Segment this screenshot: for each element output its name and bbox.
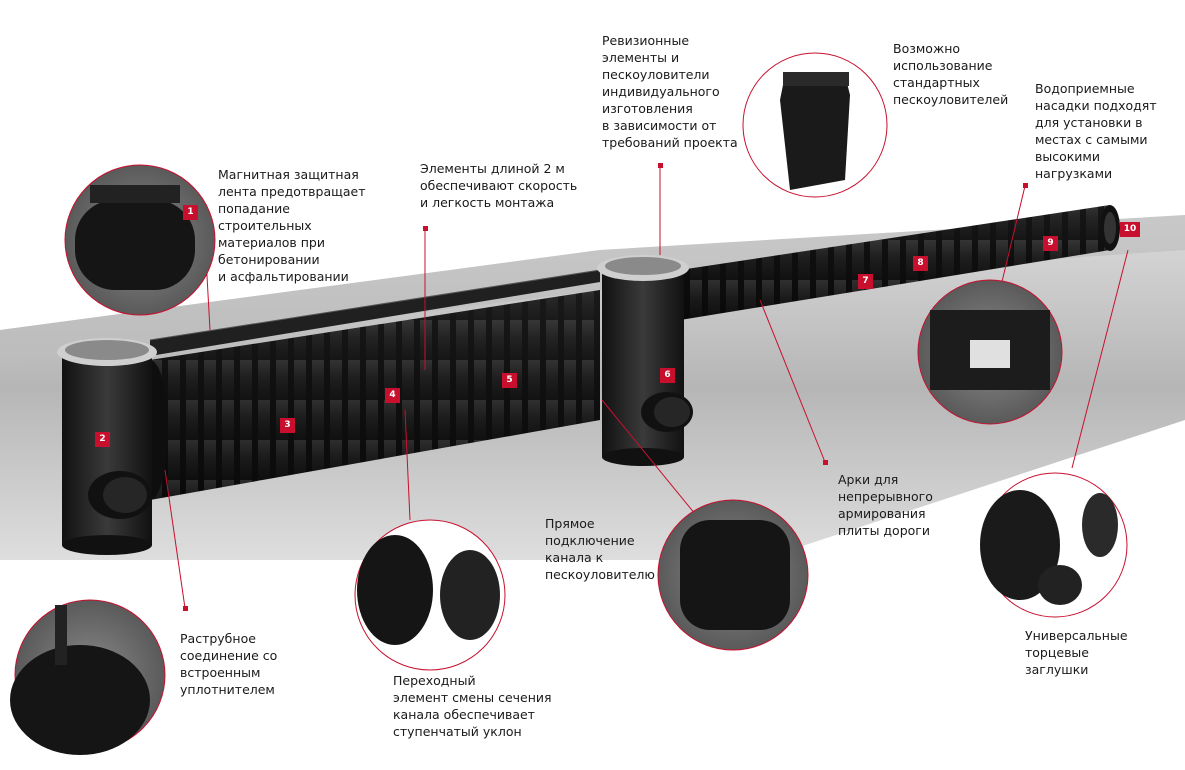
left-sand-trap-well: [57, 338, 157, 555]
callout-water-inlets: Водоприемные насадки подходят для устано…: [1035, 81, 1157, 181]
leader-lines: [164, 165, 1129, 609]
badge-5: 5: [502, 373, 517, 388]
leader-dots: [183, 163, 1028, 611]
zoom-circle-direct-connection: [657, 499, 809, 651]
zoom-circle-socket-joint: [10, 599, 166, 755]
badge-6: 6: [660, 368, 675, 383]
callout-end-caps: Универсальные торцевые заглушки: [1025, 628, 1128, 677]
zoom-circle-magnetic-tape: [64, 164, 216, 316]
zoom-circle-end-caps: [980, 472, 1128, 618]
zoom-circle-transition-element: [354, 519, 506, 671]
callout-direct-connection: Прямое подключение канала к пескоуловите…: [545, 516, 655, 582]
zoom-circle-standard-sand-trap: [742, 52, 888, 198]
callout-revision-elements: Ревизионные элементы и пескоуловители ин…: [602, 33, 738, 150]
callout-elements-2m: Элементы длиной 2 м обеспечивают скорост…: [420, 161, 578, 210]
badge-2: 2: [95, 432, 110, 447]
callout-socket-joint: Раструбное соединение со встроенным упло…: [180, 631, 278, 697]
callout-standard-sand-traps: Возможно использование стандартных песко…: [893, 41, 1009, 107]
zoom-circle-inlet-arches: [917, 279, 1063, 425]
channel-grating: [149, 269, 601, 356]
callout-magnetic-tape: Магнитная защитная лента предотвращает п…: [218, 167, 366, 284]
badge-9: 9: [1043, 236, 1058, 251]
badge-7: 7: [858, 274, 873, 289]
callout-transition-element: Переходный элемент смены сечения канала …: [393, 673, 552, 739]
badge-10: 10: [1120, 222, 1140, 237]
badge-3: 3: [280, 418, 295, 433]
callout-arches: Арки для непрерывного армирования плиты …: [838, 472, 933, 538]
middle-sand-trap-well: [597, 255, 693, 466]
small-channel: [680, 205, 1120, 320]
badge-1: 1: [183, 205, 198, 220]
badge-4: 4: [385, 388, 400, 403]
badge-8: 8: [913, 256, 928, 271]
